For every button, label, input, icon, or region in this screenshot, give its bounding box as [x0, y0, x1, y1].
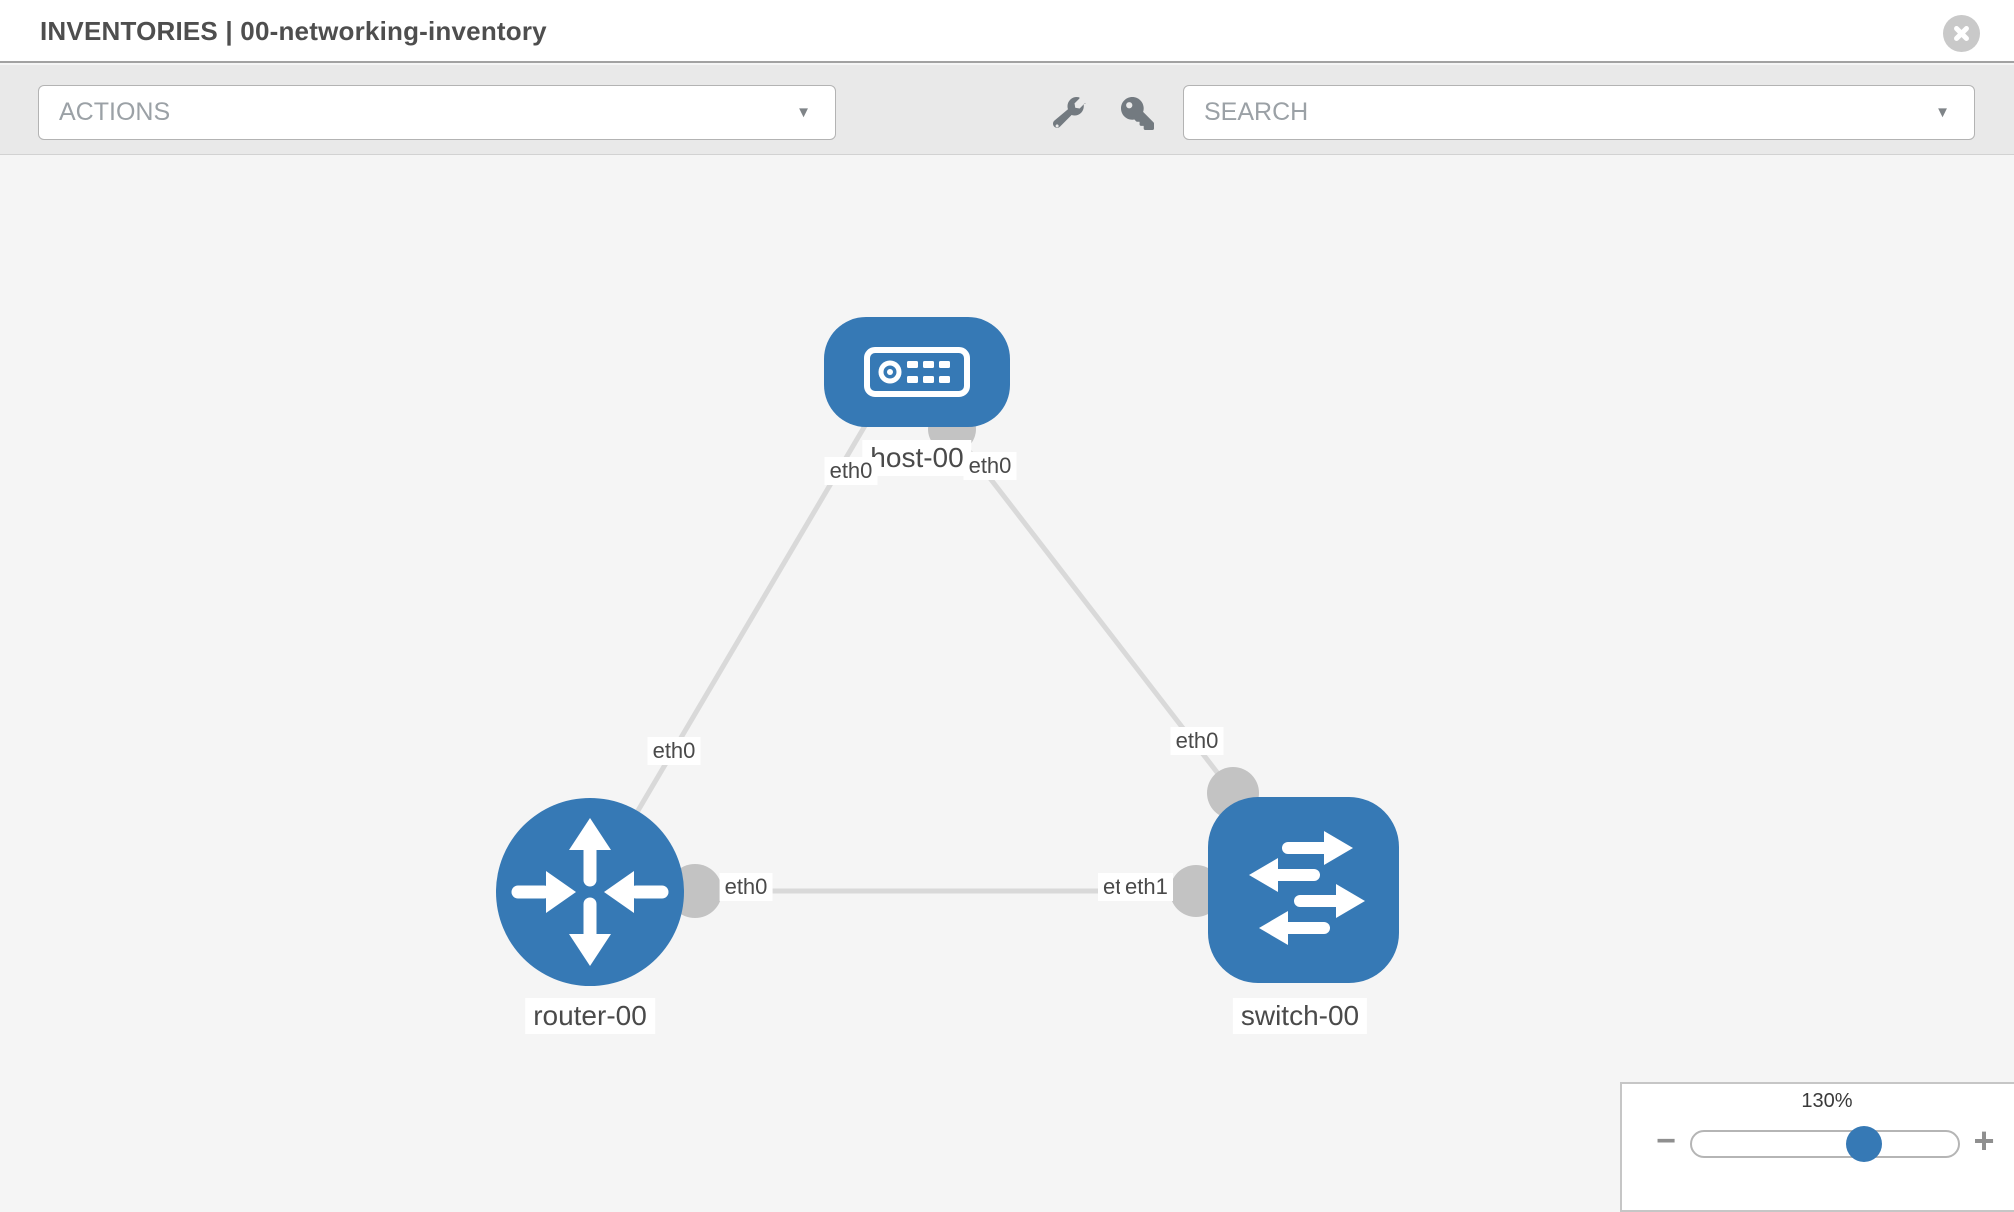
topology-graph: [496, 317, 1399, 986]
search-dropdown[interactable]: SEARCH ▼: [1183, 85, 1975, 140]
eth-label-router-side: eth0: [719, 873, 773, 901]
key-icon[interactable]: [1121, 97, 1154, 130]
host-icon: [864, 347, 970, 397]
eth-label-host-left: eth0: [824, 457, 878, 485]
zoom-panel: 130% − +: [1620, 1082, 2014, 1212]
node-label-host: host-00: [862, 440, 972, 476]
zoom-out-button[interactable]: −: [1656, 1122, 1676, 1160]
node-label-router: router-00: [525, 998, 655, 1034]
eth-label-host-right: eth0: [963, 452, 1017, 480]
zoom-in-button[interactable]: +: [1973, 1120, 1995, 1161]
switch-icon: [1249, 831, 1365, 945]
chevron-down-icon: ▼: [796, 104, 811, 121]
zoom-slider-track[interactable]: [1690, 1130, 1960, 1158]
close-icon[interactable]: [1943, 15, 1980, 52]
node-switch-00[interactable]: [1208, 797, 1399, 983]
chevron-down-icon: ▼: [1935, 104, 1950, 121]
router-icon: [511, 818, 669, 966]
eth-label-link-host-switch: eth0: [1170, 727, 1224, 755]
zoom-slider-thumb[interactable]: [1846, 1126, 1882, 1162]
topology-canvas[interactable]: host-00 router-00 switch-00 eth0 eth0 et…: [0, 156, 2014, 1200]
node-host-00[interactable]: [824, 317, 1010, 427]
node-label-switch: switch-00: [1232, 998, 1368, 1034]
zoom-level-value: 130%: [1801, 1090, 1853, 1112]
actions-dropdown[interactable]: ACTIONS ▼: [38, 85, 836, 140]
node-router-00[interactable]: [496, 798, 684, 986]
eth-label-link-host-router: eth0: [647, 737, 701, 765]
header-bar: INVENTORIES | 00-networking-inventory: [0, 0, 2014, 63]
eth-label-switch-side-front: eth1: [1120, 873, 1173, 901]
page-title: INVENTORIES | 00-networking-inventory: [40, 16, 547, 46]
actions-dropdown-label: ACTIONS: [59, 98, 171, 126]
wrench-icon[interactable]: [1053, 97, 1086, 130]
search-dropdown-label: SEARCH: [1204, 98, 1309, 126]
interface-circles: [668, 405, 1259, 918]
link-lines: [587, 422, 1300, 894]
toolbar: ACTIONS ▼ SEARCH ▼: [0, 65, 2014, 155]
